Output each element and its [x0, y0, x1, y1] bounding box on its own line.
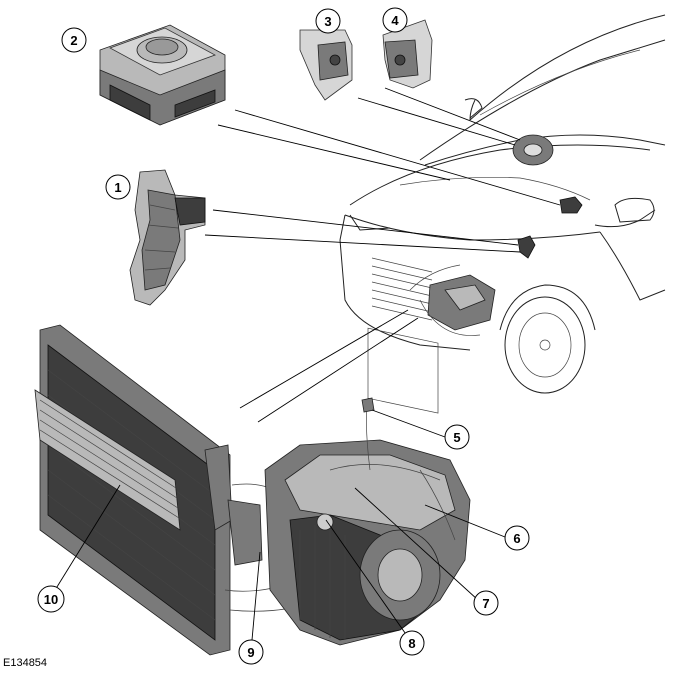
part-3-paddle-left — [299, 29, 353, 101]
callout-3: 3 — [315, 8, 341, 34]
callout-1-label: 1 — [114, 180, 121, 195]
cooler-core-lines — [39, 399, 180, 519]
callout-7: 7 — [473, 590, 499, 616]
callout-8: 8 — [399, 630, 425, 656]
callout-6-label: 6 — [513, 531, 520, 546]
callout-4-label: 4 — [391, 13, 399, 28]
vehicle-outline — [339, 14, 666, 414]
part-4-paddle-right — [382, 19, 433, 89]
callout-9: 9 — [238, 639, 264, 665]
part-10-radiator-cooler — [34, 324, 321, 656]
figure-reference-code: E134854 — [3, 657, 47, 669]
steering-wheel — [512, 134, 554, 166]
callout-3-label: 3 — [324, 14, 331, 29]
callout-6: 6 — [504, 525, 530, 551]
part-2-control-module — [99, 24, 226, 126]
callout-9-label: 9 — [247, 645, 254, 660]
part-5-dipstick-handle — [361, 397, 375, 413]
transmission-housing-ribs — [299, 525, 346, 640]
callout-8-label: 8 — [408, 636, 415, 651]
callout-2: 2 — [61, 27, 87, 53]
callout-1: 1 — [105, 174, 131, 200]
leader-lines — [51, 87, 561, 641]
callout-5-label: 5 — [453, 430, 460, 445]
engine-bay-bracket — [517, 235, 536, 259]
engine-bay-components — [409, 264, 496, 336]
part-1-sensor-bracket — [129, 169, 206, 306]
callout-5: 5 — [444, 424, 470, 450]
front-grille — [371, 257, 433, 321]
engine-bay-module — [559, 196, 583, 214]
callout-10-label: 10 — [44, 592, 58, 607]
transmission-assembly — [264, 397, 471, 646]
callout-7-label: 7 — [482, 596, 489, 611]
callout-4: 4 — [382, 7, 408, 33]
callout-2-label: 2 — [70, 33, 77, 48]
callout-10: 10 — [37, 585, 65, 613]
